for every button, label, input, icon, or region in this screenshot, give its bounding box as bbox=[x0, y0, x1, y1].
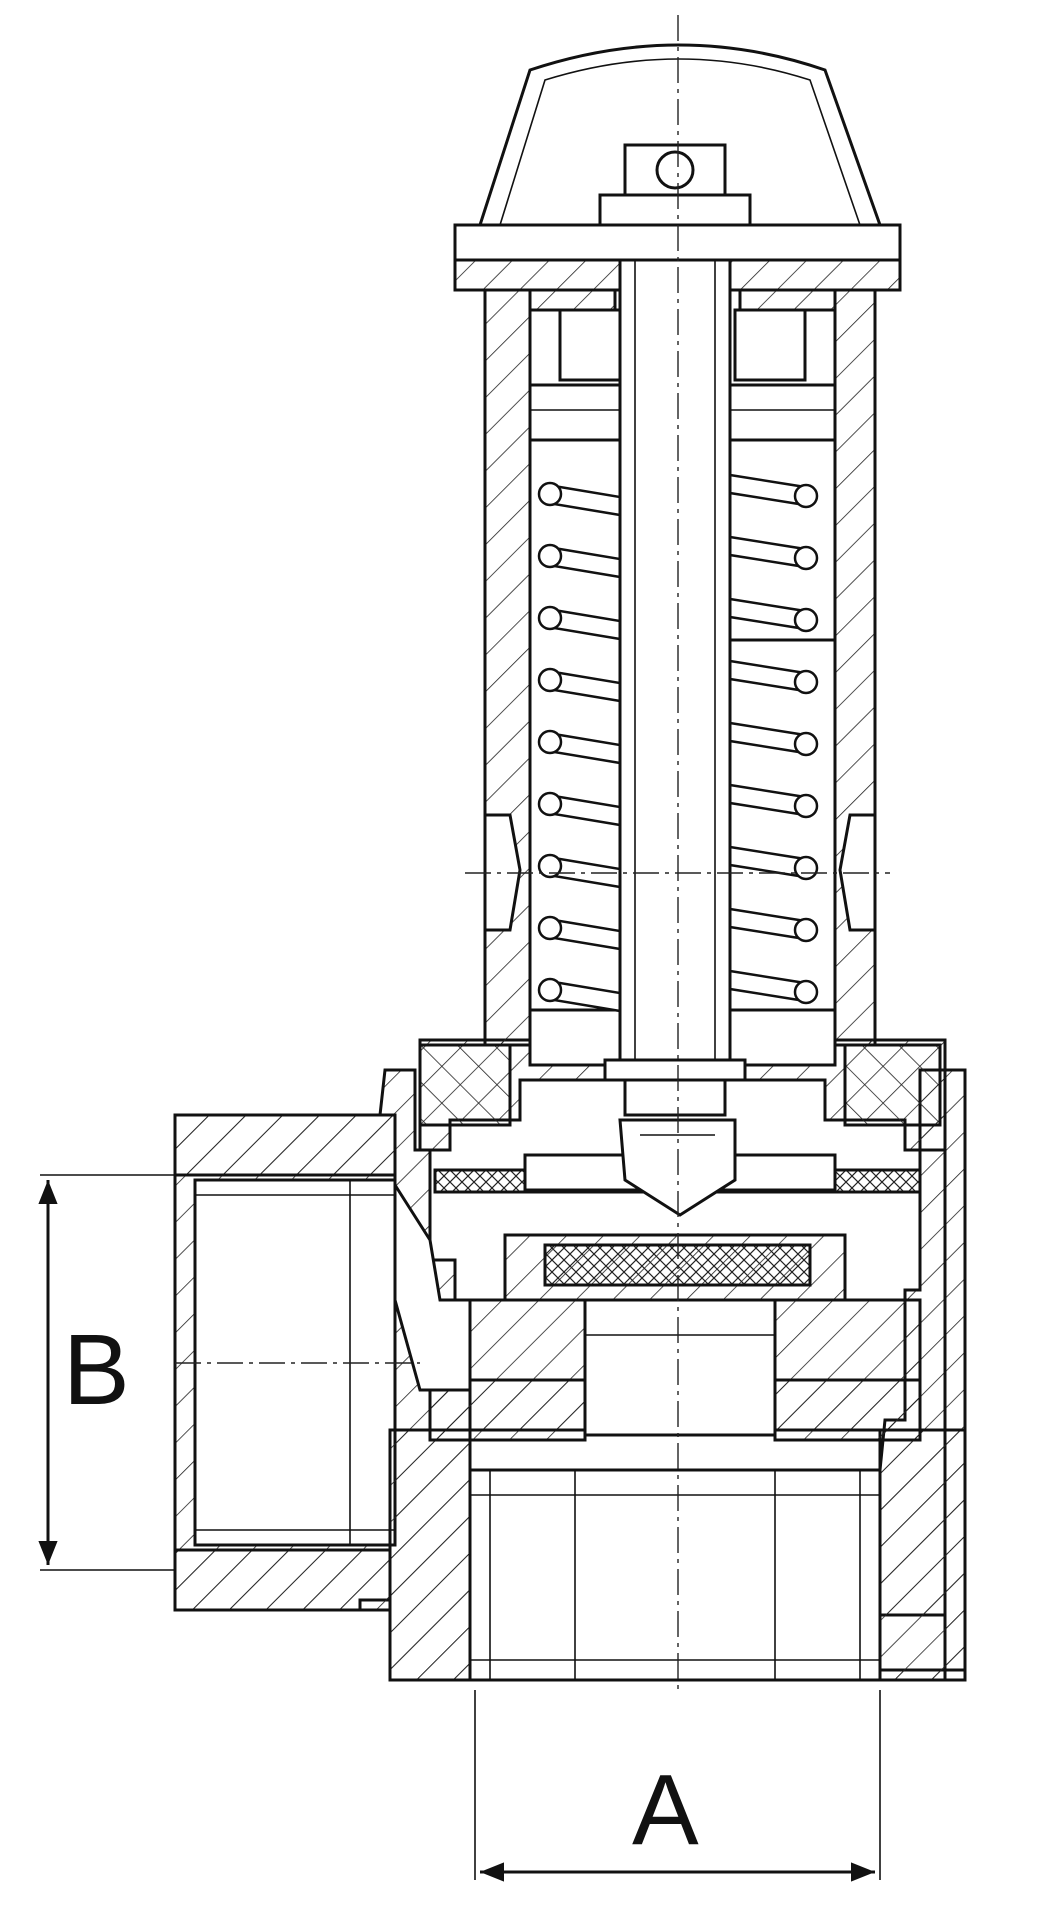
dimension-b-label: B bbox=[63, 1314, 130, 1426]
spring-wire-left bbox=[537, 853, 563, 879]
dimension-b bbox=[38, 1174, 175, 1571]
spring-coil-right bbox=[728, 473, 807, 507]
spring-wire-right bbox=[793, 917, 819, 943]
spring-coil-right bbox=[728, 907, 807, 941]
spring-wire-right bbox=[793, 793, 819, 819]
spring-wire-left bbox=[537, 667, 563, 693]
spring-wire-left bbox=[537, 481, 563, 507]
valve-body bbox=[173, 1068, 967, 1682]
spring-wire-left bbox=[537, 605, 563, 631]
valve-disc bbox=[503, 1118, 847, 1302]
spring-coil-right bbox=[728, 535, 807, 569]
dimension-a bbox=[474, 1690, 881, 1882]
spring-wire-left bbox=[537, 915, 563, 941]
spring-wire-right bbox=[793, 669, 819, 695]
spring-wire-left bbox=[537, 977, 563, 1003]
spring bbox=[528, 438, 837, 1013]
valve-stem bbox=[603, 233, 747, 1117]
spring-coil-right bbox=[728, 597, 807, 631]
spring-wire-right bbox=[793, 979, 819, 1005]
spring-wire-right bbox=[793, 483, 819, 509]
spring-wire-right bbox=[793, 607, 819, 633]
spring-wire-left bbox=[537, 729, 563, 755]
spring-coil-right bbox=[728, 969, 807, 1003]
spring-wire-left bbox=[537, 543, 563, 569]
spring-wire-left bbox=[537, 791, 563, 817]
spring-coil-right bbox=[728, 659, 807, 693]
spring-wire-right bbox=[793, 855, 819, 881]
spring-wire-right bbox=[793, 731, 819, 757]
spring-coil-right bbox=[728, 783, 807, 817]
spring-coil-right bbox=[728, 721, 807, 755]
spring-wire-right bbox=[793, 545, 819, 571]
lifting-cap bbox=[453, 43, 902, 262]
center-lines bbox=[175, 15, 890, 1690]
dimension-a-label: A bbox=[632, 1754, 699, 1866]
